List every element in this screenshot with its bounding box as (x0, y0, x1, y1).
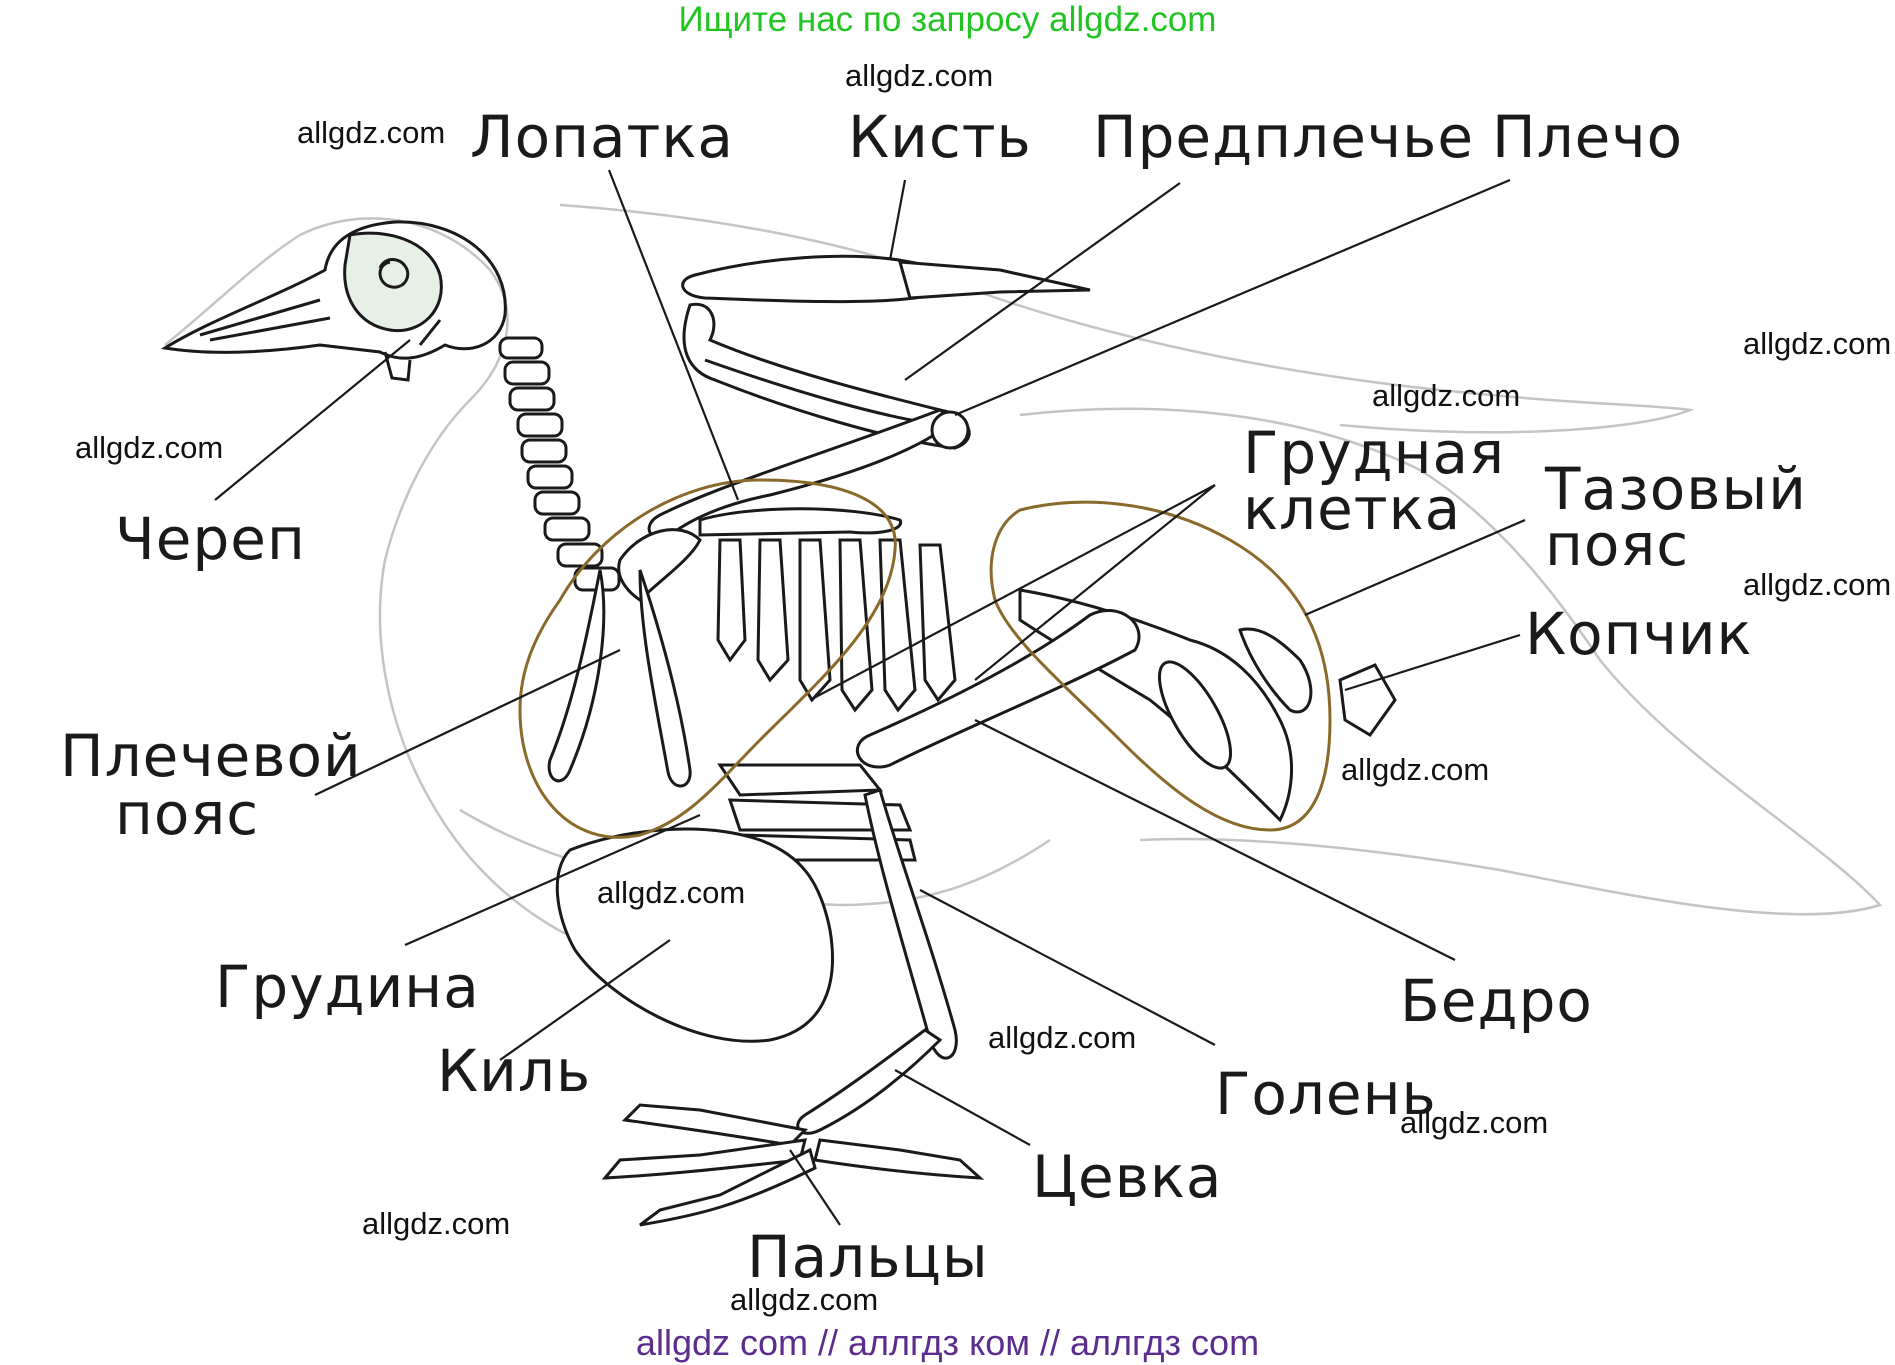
label-shoulder-girdle-line1: Плечевой (60, 722, 362, 790)
label-hand: Кисть (848, 103, 1032, 171)
label-pelvic-girdle-line1: Тазовый (1545, 455, 1807, 523)
leader-lines (214, 169, 1526, 1226)
watermark: allgdz.com (597, 875, 746, 910)
label-femur: Бедро (1400, 967, 1593, 1035)
watermark: allgdz.com (1341, 752, 1490, 787)
label-shoulder-girdle-line2: пояс (115, 780, 260, 848)
watermark: allgdz.com (1743, 567, 1892, 602)
watermark: allgdz.com (75, 430, 224, 465)
label-shoulder: Плечо (1492, 103, 1684, 171)
bird-silhouette (164, 203, 1883, 957)
watermark: allgdz.com (1372, 378, 1521, 413)
girdle-outlines (518, 478, 1332, 839)
sternum-keel (555, 827, 834, 1043)
ribcage (547, 507, 957, 862)
label-ribcage-line2: клетка (1243, 475, 1462, 543)
wing-bones (647, 254, 1091, 540)
label-ribcage-line1: Грудная (1243, 419, 1505, 487)
label-scapula: Лопатка (470, 103, 734, 171)
watermark: allgdz.com (730, 1282, 879, 1317)
label-forearm: Предплечье (1093, 103, 1475, 171)
label-keel: Киль (437, 1037, 592, 1105)
skull (160, 220, 507, 382)
top-banner: Ищите нас по запросу allgdz.com (678, 0, 1217, 39)
watermark: allgdz.com (988, 1020, 1137, 1055)
watermark: allgdz.com (1400, 1105, 1549, 1140)
watermark: allgdz.com (845, 58, 994, 93)
bottom-banner: allgdz com // аллгдз ком // аллгдз com (635, 1322, 1260, 1363)
watermark: allgdz.com (297, 115, 446, 150)
watermark: allgdz.com (362, 1206, 511, 1241)
label-pelvic-girdle-line2: пояс (1545, 511, 1690, 579)
label-shin: Голень (1215, 1060, 1437, 1128)
label-toes: Пальцы (747, 1223, 989, 1291)
label-sternum: Грудина (215, 953, 480, 1021)
label-skull: Череп (115, 505, 306, 573)
label-coccyx: Копчик (1525, 600, 1753, 668)
neck-vertebrae (498, 336, 621, 592)
watermark: allgdz.com (1743, 326, 1892, 361)
leg-bones (601, 609, 1141, 1227)
label-tarsus: Цевка (1032, 1143, 1223, 1211)
